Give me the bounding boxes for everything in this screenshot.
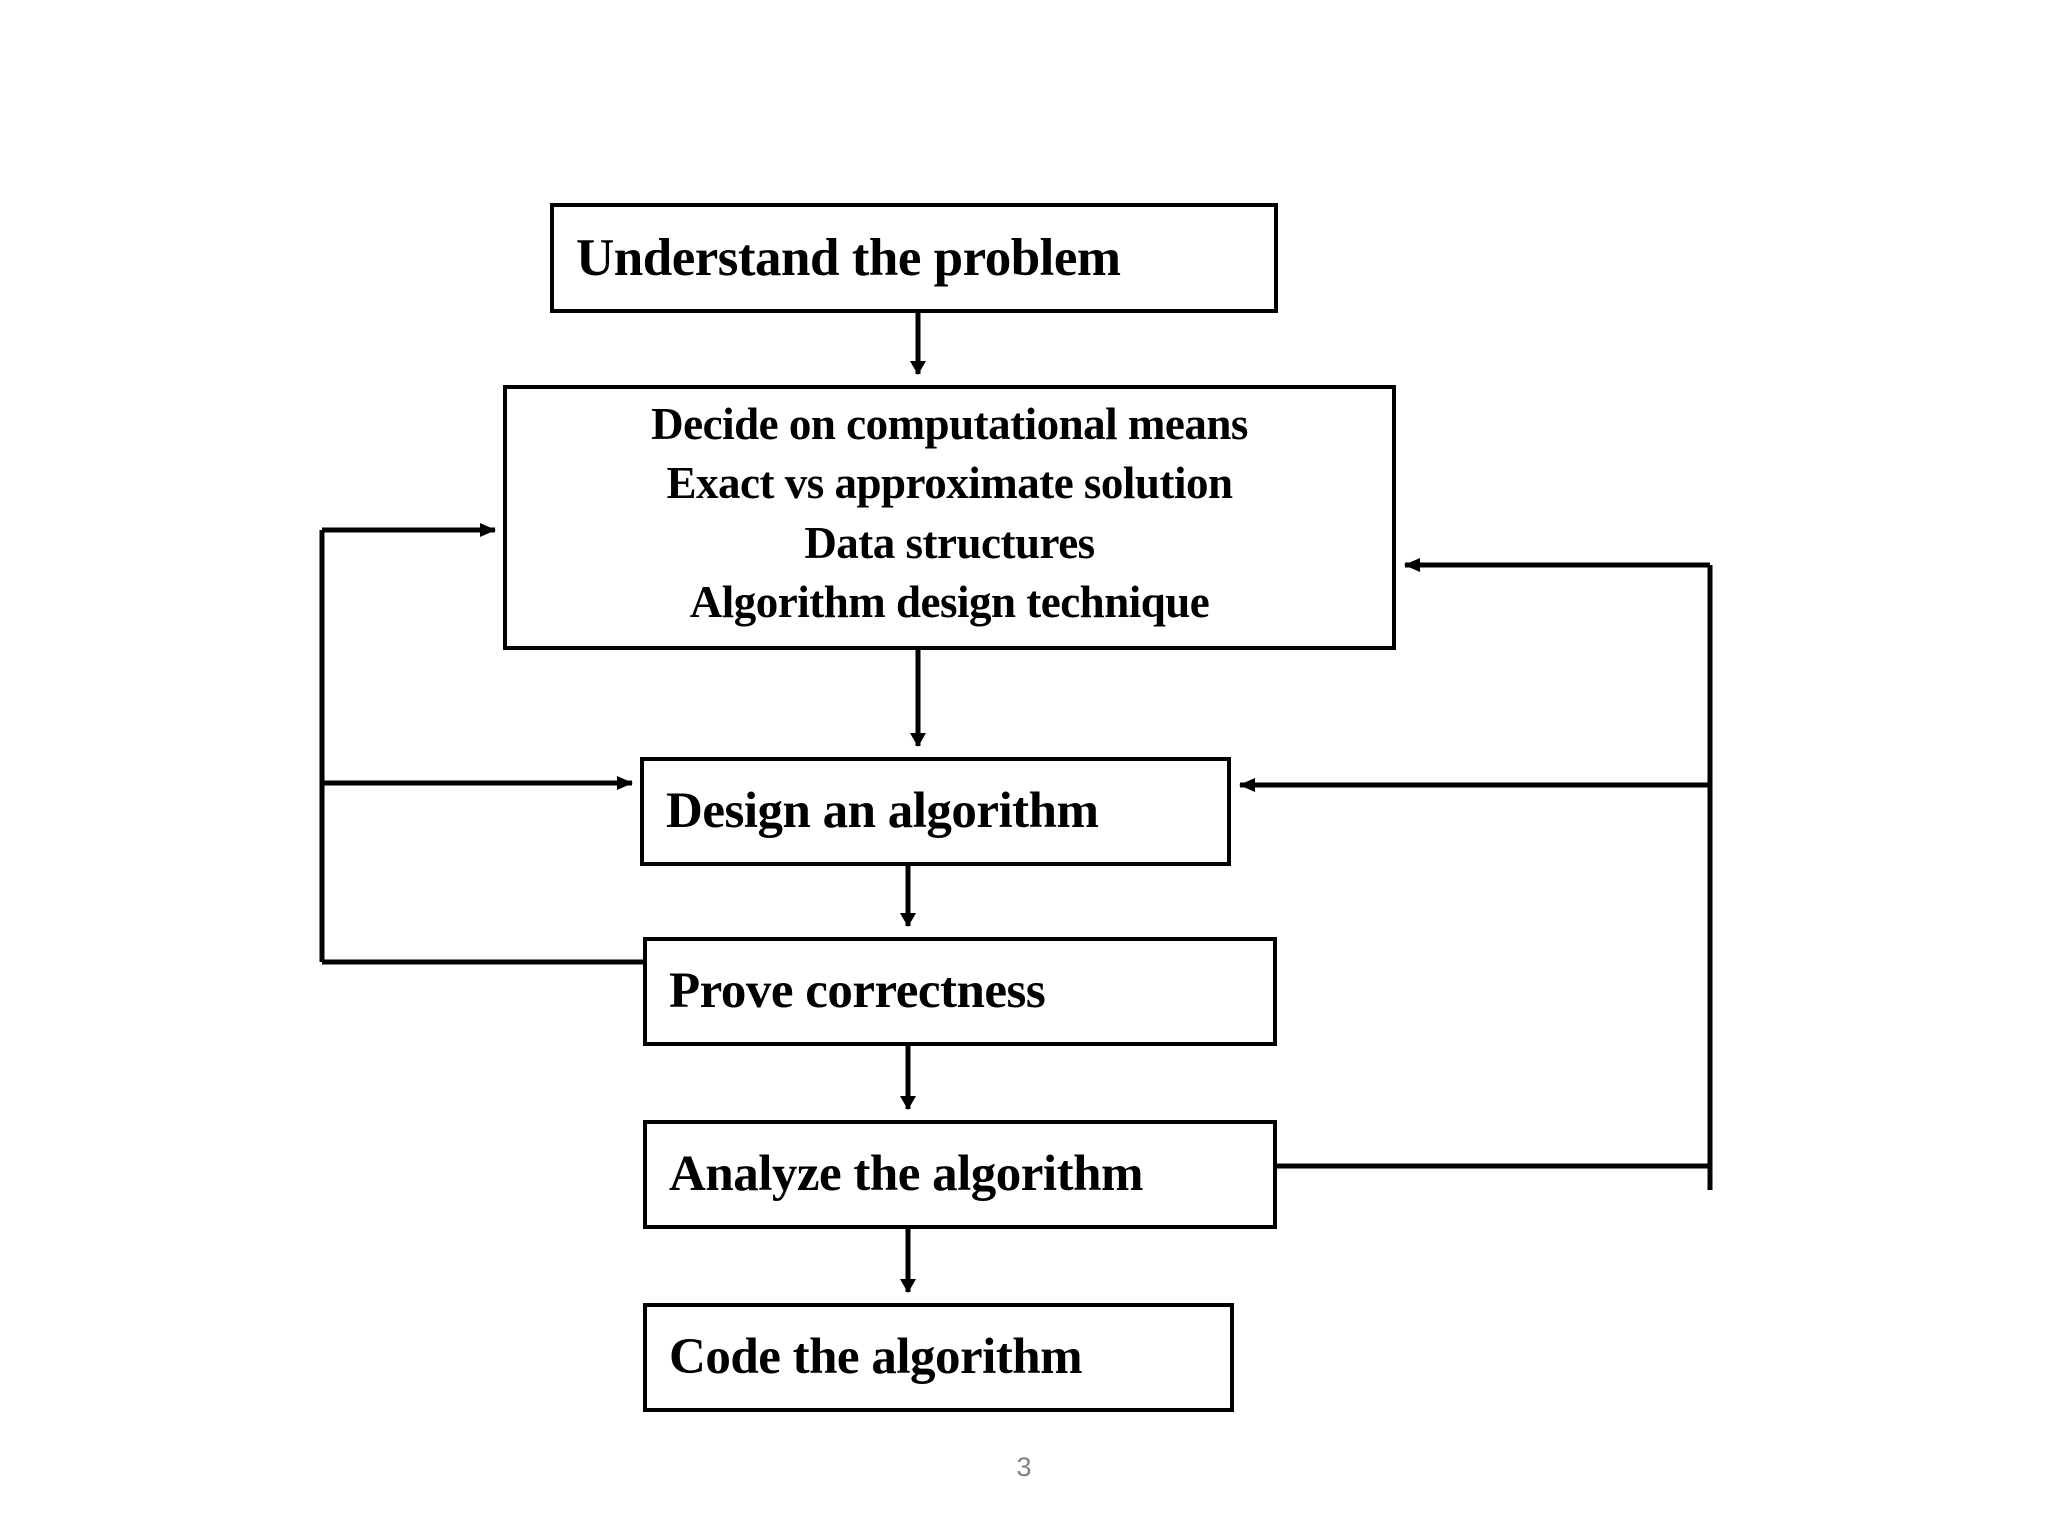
node-decide-on-computational-means[interactable]: Decide on computational means Exact vs a… (503, 385, 1396, 650)
node-label-analyze: Analyze the algorithm (669, 1146, 1143, 1202)
node-design-an-algorithm[interactable]: Design an algorithm (640, 757, 1231, 866)
node-label-decide-line-4: Algorithm design technique (689, 577, 1210, 628)
node-label-decide-line-3: Data structures (804, 517, 1095, 568)
node-prove-correctness[interactable]: Prove correctness (643, 937, 1277, 1046)
page-number: 3 (1016, 1452, 1032, 1482)
node-label-prove: Prove correctness (669, 963, 1046, 1019)
node-label-design: Design an algorithm (666, 783, 1099, 839)
node-label-code: Code the algorithm (669, 1329, 1083, 1385)
edge-analyze-feedback-bus (1277, 565, 1713, 1190)
node-analyze-the-algorithm[interactable]: Analyze the algorithm (643, 1120, 1277, 1229)
node-label-decide-line-2: Exact vs approximate solution (666, 458, 1233, 509)
node-label-understand: Understand the problem (576, 228, 1121, 287)
node-understand-the-problem[interactable]: Understand the problem (550, 203, 1278, 313)
node-label-decide-line-1: Decide on computational means (651, 399, 1248, 449)
node-code-the-algorithm[interactable]: Code the algorithm (643, 1303, 1234, 1412)
edge-prove-feedback-bus (319, 530, 643, 965)
